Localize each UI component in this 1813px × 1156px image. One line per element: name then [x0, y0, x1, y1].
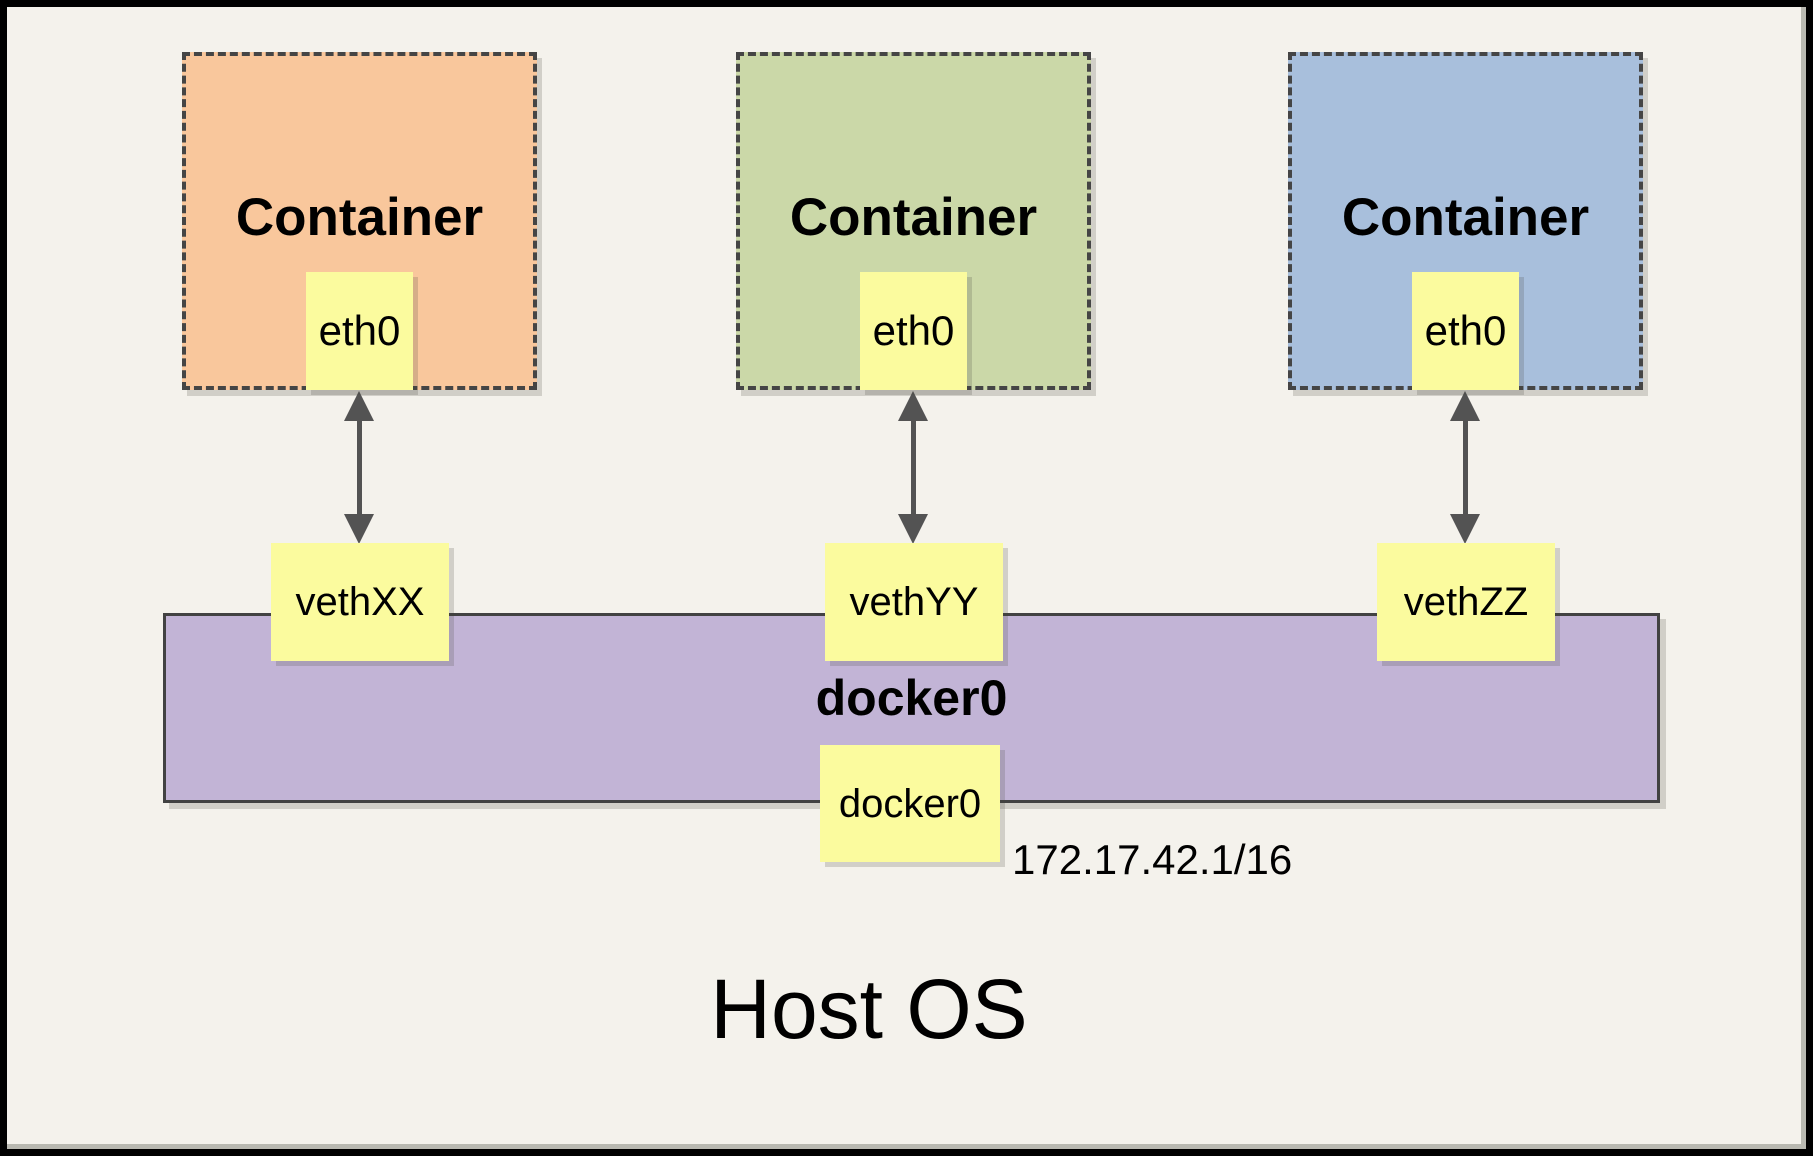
- docker0-interface-label: docker0: [838, 781, 982, 826]
- container-1-eth0-box: eth0: [306, 272, 413, 390]
- docker0-interface-box: docker0: [820, 745, 1000, 862]
- arrow-down-head-icon: [1450, 514, 1480, 544]
- eth0-veth-arrow-2: [898, 391, 928, 544]
- container-2-eth0-box: eth0: [860, 272, 967, 390]
- container-2-eth0-label: eth0: [872, 307, 955, 354]
- arrow-down-head-icon: [344, 514, 374, 544]
- arrow-down-head-icon: [898, 514, 928, 544]
- vethXX-label: vethXX: [295, 580, 425, 624]
- container-1-label: Container: [235, 188, 484, 247]
- vethYY-label: vethYY: [849, 580, 979, 624]
- docker0-bridge-name: docker0: [815, 670, 1008, 726]
- vethYY-box: vethYY: [825, 543, 1003, 661]
- container-3-eth0-box: eth0: [1412, 272, 1519, 390]
- arrow-shaft: [1463, 413, 1468, 522]
- bridge-ip-address: 172.17.42.1/16: [1012, 836, 1293, 883]
- container-3-eth0-label: eth0: [1424, 307, 1507, 354]
- arrow-shaft: [911, 413, 916, 522]
- container-2-label: Container: [789, 188, 1038, 247]
- container-1-eth0-label: eth0: [318, 307, 401, 354]
- vethZZ-label: vethZZ: [1403, 580, 1529, 624]
- vethXX-box: vethXX: [271, 543, 449, 661]
- arrow-shaft: [357, 413, 362, 522]
- eth0-veth-arrow-3: [1450, 391, 1480, 544]
- host-os-title: Host OS: [710, 962, 1028, 1056]
- vethZZ-box: vethZZ: [1377, 543, 1555, 661]
- container-3-label: Container: [1341, 188, 1590, 247]
- eth0-veth-arrow-1: [344, 391, 374, 544]
